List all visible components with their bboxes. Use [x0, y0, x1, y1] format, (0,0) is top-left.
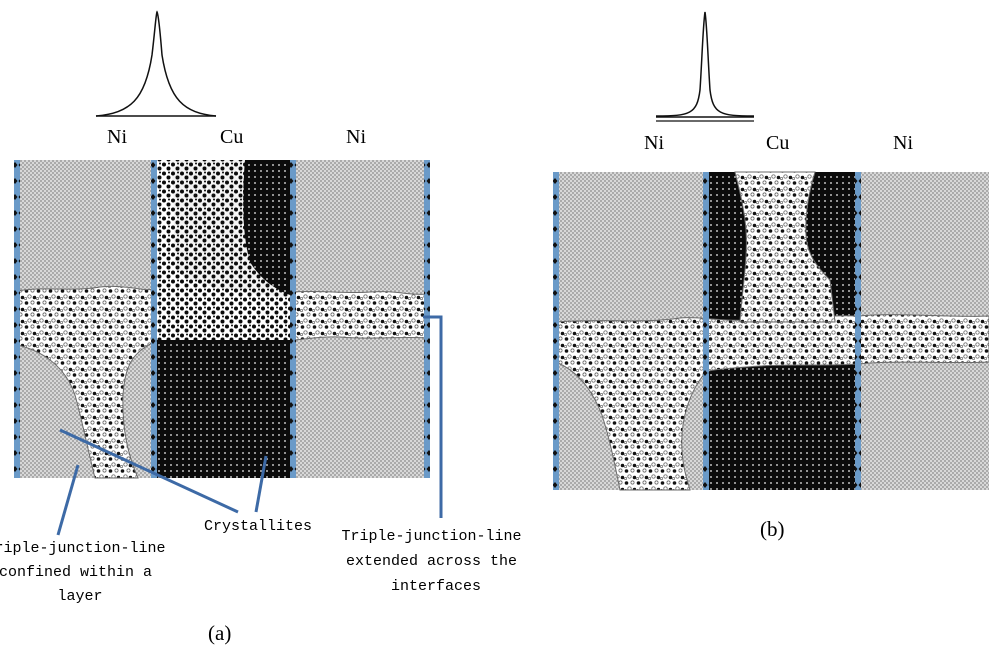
interface-line-3-b: [855, 172, 861, 490]
annotation-confined-line-3: layer: [57, 588, 102, 605]
panel-a: Ni Cu Ni Triple-junction-line confined w…: [0, 10, 530, 645]
label-cu-a: Cu: [220, 126, 243, 148]
leader-confined: [56, 464, 80, 536]
interface-line-2-b: [703, 172, 709, 490]
leader-crystallites-2: [254, 455, 268, 513]
grain-boundary-horizontal-a: [16, 285, 155, 479]
interface-line-2-a: [151, 160, 157, 478]
peak-profile-b: [655, 11, 755, 122]
annotation-confined: Triple-junction-line confined within a l…: [0, 540, 175, 605]
label-cu-b: Cu: [766, 132, 789, 154]
annotation-confined-line-1: Triple-junction-line: [0, 540, 166, 557]
label-ni-right-a: Ni: [346, 126, 366, 148]
annotation-crystallites: Crystallites: [204, 518, 312, 535]
panel-b: Ni Cu Ni (b): [553, 11, 989, 541]
caption-a: (a): [208, 621, 231, 645]
label-ni-left-b: Ni: [644, 132, 664, 154]
interface-line-3-a: [290, 160, 296, 478]
interface-line-1-a: [14, 160, 20, 478]
interface-line-4-a: [424, 160, 430, 478]
annotation-confined-line-2: confined within a: [0, 564, 152, 581]
label-ni-left-a: Ni: [107, 126, 127, 148]
annotation-extended-line-1: Triple-junction-line: [341, 528, 521, 545]
annotation-extended-line-2: extended across the: [346, 553, 517, 570]
caption-b: (b): [760, 517, 785, 541]
peak-profile-a: [95, 10, 217, 117]
cu-grain-top-a: [160, 160, 293, 300]
annotation-extended-line-3: interfaces: [391, 578, 481, 595]
cu-grain-top-b: [734, 171, 836, 323]
interface-line-1-b: [553, 172, 559, 490]
grain-boundary-right-a: [292, 290, 428, 341]
label-ni-right-b: Ni: [893, 132, 913, 154]
leader-crystallites-1: [59, 428, 239, 514]
annotation-extended: Triple-junction-line extended across the…: [341, 528, 530, 595]
leader-extended: [423, 315, 443, 518]
